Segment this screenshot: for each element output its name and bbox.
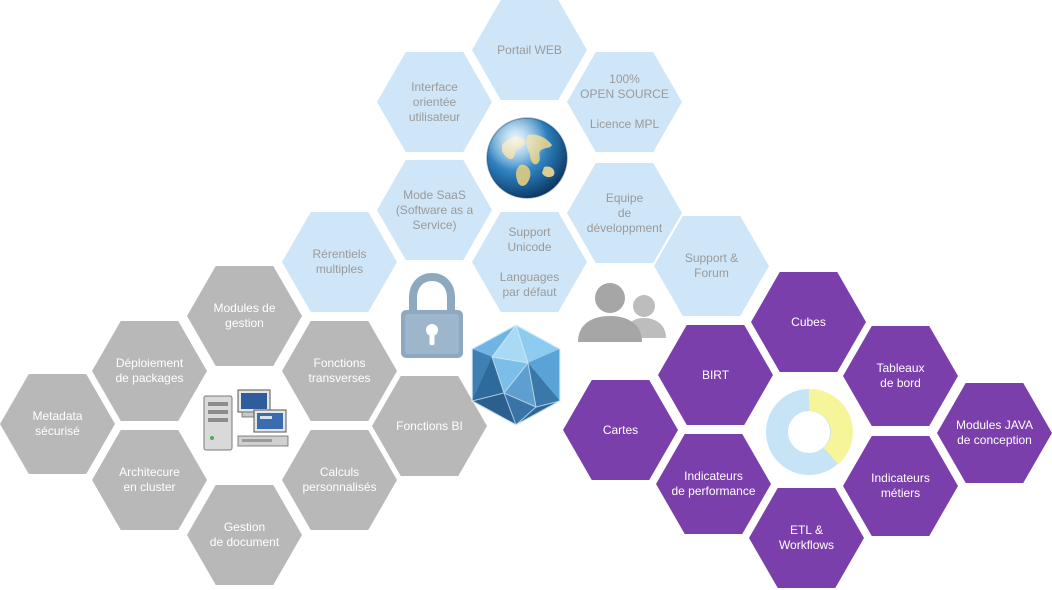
hex-label: Modules de gestion <box>213 301 276 330</box>
hex-open-source: 100% OPEN SOURCE Licence MPL <box>567 52 682 152</box>
hex-label: Cartes <box>602 422 639 437</box>
padlock-icon <box>401 272 463 358</box>
hex-label: Modules JAVA de conception <box>956 418 1033 447</box>
hex-indicateurs-metiers: Indicateurs métiers <box>843 436 958 536</box>
hex-label: Fonctions transverses <box>308 356 371 385</box>
hex-cubes: Cubes <box>751 272 866 372</box>
hex-referentiels: Rérentiels multiples <box>282 212 397 312</box>
hex-label: Support Unicode Languages par défaut <box>499 224 560 299</box>
hex-label: Tableaux de bord <box>876 361 925 390</box>
hex-deploiement: Déploiement de packages <box>92 321 207 421</box>
hex-label: Interface orientée utilisateur <box>408 79 461 124</box>
hex-label: Support & Forum <box>684 251 739 280</box>
hex-cartes: Cartes <box>563 380 678 480</box>
hex-fonctions-transverses: Fonctions transverses <box>282 321 397 421</box>
servers-icon <box>203 389 289 451</box>
crystal-icon <box>471 323 561 426</box>
hex-label: Indicateurs de performance <box>671 469 756 498</box>
hex-label: Mode SaaS (Software as a Service) <box>395 187 474 232</box>
hex-support-forum: Support & Forum <box>654 216 769 316</box>
hex-support-unicode: Support Unicode Languages par défaut <box>472 212 587 312</box>
hex-label: Déploiement de packages <box>115 356 184 385</box>
hex-mode-saas: Mode SaaS (Software as a Service) <box>377 160 492 260</box>
hex-birt: BIRT <box>658 325 773 425</box>
hex-label: Architecure en cluster <box>119 465 180 494</box>
hex-gestion-document: Gestion de document <box>187 485 302 585</box>
hex-metadata: Metadata sécurisé <box>0 374 115 474</box>
hex-interface: Interface orientée utilisateur <box>377 52 492 152</box>
users-icon <box>578 283 666 342</box>
hex-label: Fonctions BI <box>396 418 463 433</box>
hex-architecture: Architecure en cluster <box>92 430 207 530</box>
donut-chart-icon <box>766 389 853 475</box>
hex-label: ETL & Workflows <box>778 523 835 552</box>
hex-indicateurs-performance: Indicateurs de performance <box>656 434 771 534</box>
hex-label: BIRT <box>701 367 730 382</box>
hex-label: Cubes <box>791 314 826 329</box>
hex-portail-web: Portail WEB <box>472 0 587 100</box>
hex-label: Equipe de développment <box>586 190 663 235</box>
globe-icon <box>486 117 568 199</box>
hex-etl: ETL & Workflows <box>749 488 864 588</box>
hex-calculs: Calculs personnalisés <box>282 430 397 530</box>
hex-label: 100% OPEN SOURCE Licence MPL <box>580 72 669 131</box>
hex-tableaux: Tableaux de bord <box>843 326 958 426</box>
hex-modules-java: Modules JAVA de conception <box>937 383 1052 483</box>
hex-label: Calculs personnalisés <box>302 465 377 494</box>
hex-label: Rérentiels multiples <box>312 247 367 276</box>
hex-equipe: Equipe de développment <box>567 163 682 263</box>
hex-label: Gestion de document <box>209 520 280 549</box>
hex-label: Metadata sécurisé <box>32 409 83 438</box>
hex-modules-gestion: Modules de gestion <box>187 266 302 366</box>
hex-label: Indicateurs métiers <box>871 471 930 500</box>
hex-label: Portail WEB <box>497 42 562 57</box>
